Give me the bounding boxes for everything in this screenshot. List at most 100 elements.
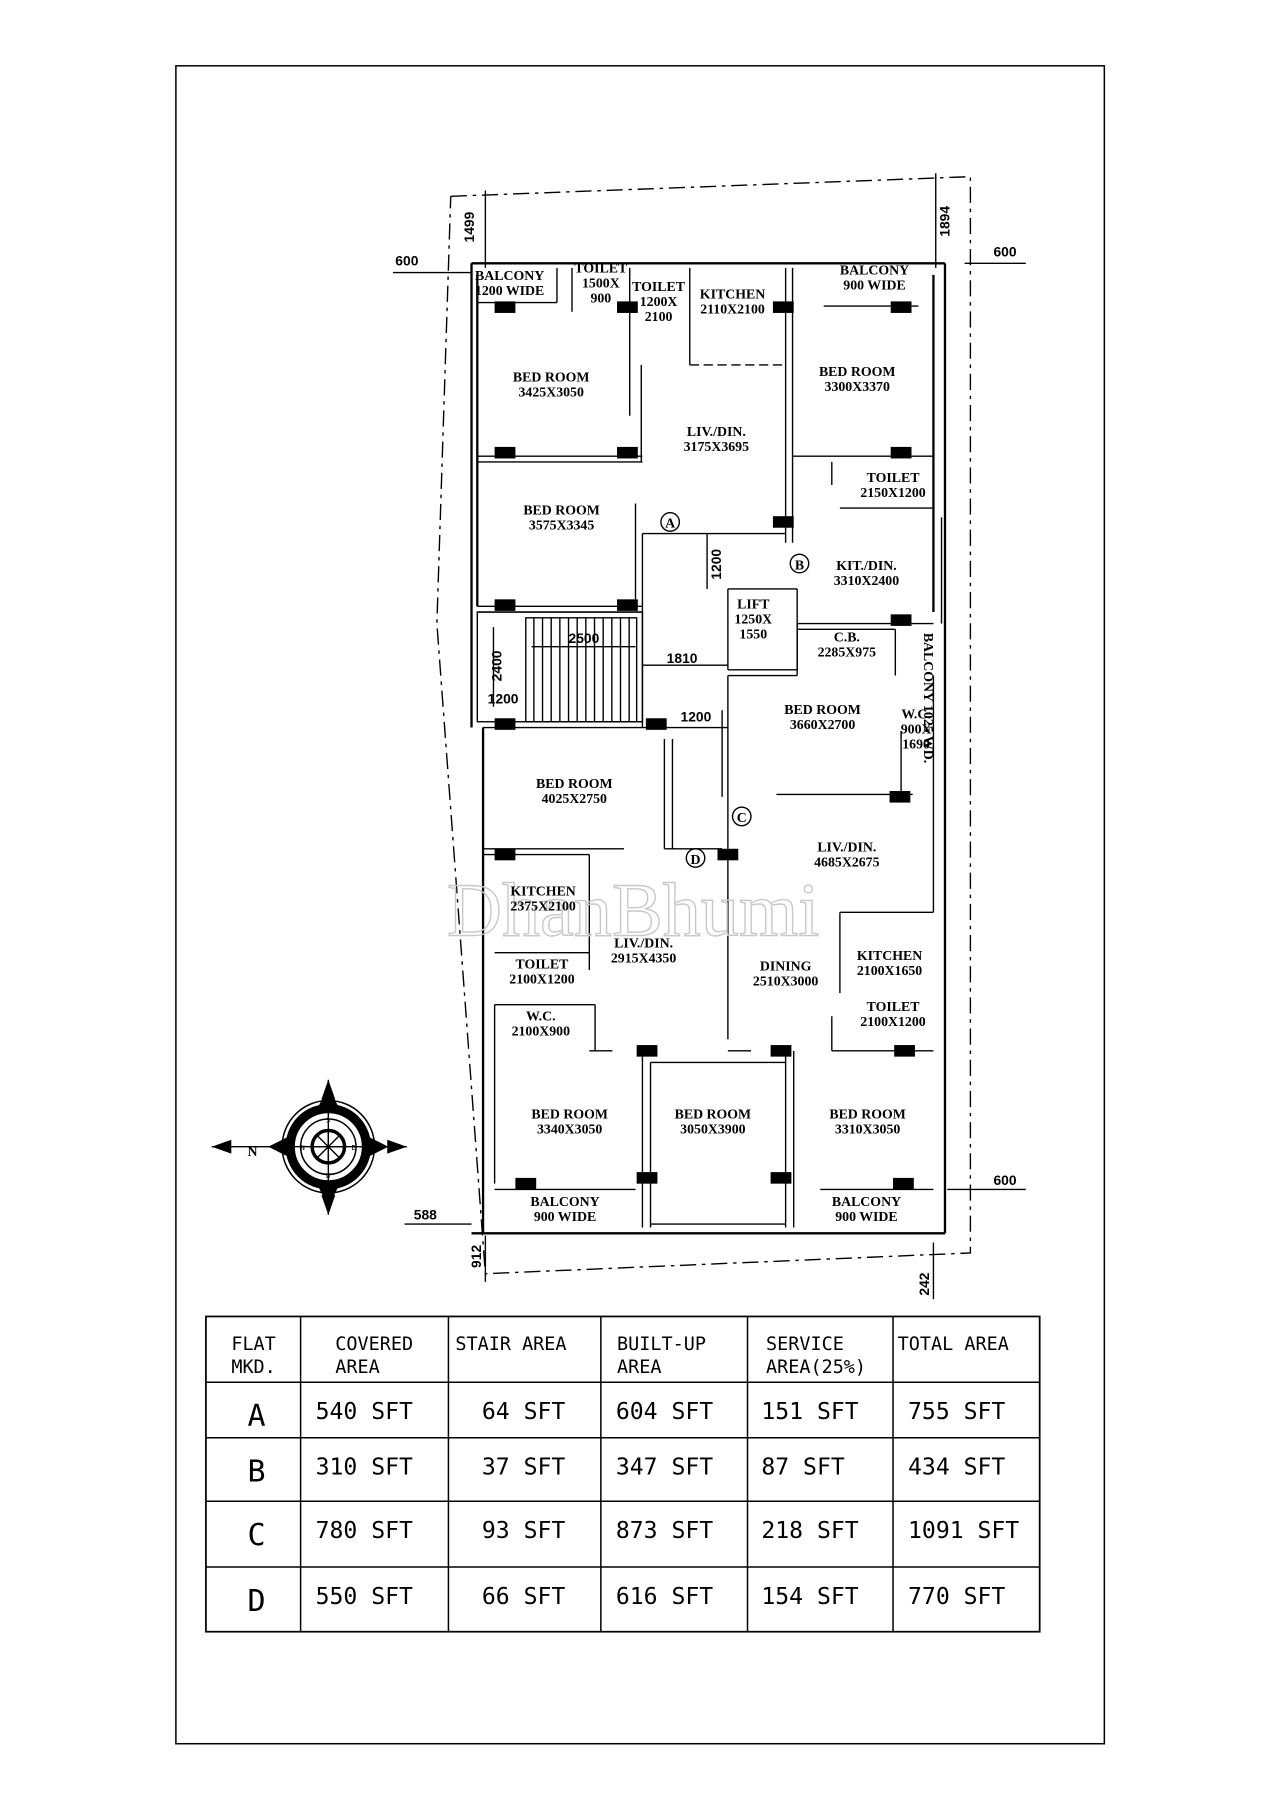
flat-marker-d: D bbox=[685, 848, 706, 868]
room-label-line: 3300X3370 bbox=[825, 379, 890, 394]
room-label-line: LIV./DIN. bbox=[687, 424, 746, 439]
room-label-line: 900 WIDE bbox=[534, 1209, 596, 1224]
room-label-line: 3575X3345 bbox=[529, 517, 594, 532]
room-label-line: 1500X bbox=[582, 276, 620, 291]
svg-text:C: C bbox=[737, 810, 747, 825]
column bbox=[494, 718, 516, 730]
area-cell: 37 SFT bbox=[482, 1455, 565, 1481]
column bbox=[889, 791, 911, 803]
column bbox=[890, 614, 912, 626]
area-cell: 873 SFT bbox=[616, 1518, 713, 1544]
table-header-cell: TOTAL AREA bbox=[898, 1334, 1009, 1355]
room-label-line: KITCHEN bbox=[700, 287, 765, 302]
room-label-line: BED ROOM bbox=[531, 1106, 608, 1121]
interior-walls bbox=[477, 267, 943, 1228]
svg-text:S: S bbox=[326, 1116, 330, 1124]
area-cell: 64 SFT bbox=[482, 1399, 565, 1425]
dim-lobby-width: 1810 bbox=[667, 650, 698, 666]
table-header-cell: AREA(25%) bbox=[766, 1357, 866, 1378]
table-header-cell: AREA bbox=[335, 1357, 379, 1378]
column bbox=[890, 446, 912, 459]
room-label-line: KITCHEN bbox=[857, 948, 922, 963]
column bbox=[893, 1177, 914, 1190]
room-label-line: 3310X3050 bbox=[835, 1121, 900, 1136]
sheet-border bbox=[175, 65, 1106, 1745]
room-label-line: LIV./DIN. bbox=[614, 936, 673, 951]
room-label-line: 3340X3050 bbox=[537, 1121, 602, 1136]
room-label-line: BED ROOM bbox=[784, 702, 861, 717]
room-label-line: 2285X975 bbox=[818, 644, 877, 659]
column bbox=[617, 599, 638, 611]
column bbox=[494, 446, 516, 459]
room-label-line: 2150X1200 bbox=[860, 485, 925, 500]
column bbox=[770, 1172, 792, 1184]
svg-text:N: N bbox=[301, 1144, 305, 1152]
table-header-cell: MKD. bbox=[231, 1357, 275, 1378]
building-walls bbox=[470, 262, 947, 1235]
column bbox=[617, 446, 638, 459]
room-label-line: 2100X1200 bbox=[860, 1014, 925, 1029]
dim-right-top: 600 bbox=[993, 243, 1016, 259]
dim-top-right: 1894 bbox=[937, 206, 953, 237]
room-label-line: 2375X2100 bbox=[510, 899, 575, 914]
dimension-labels: 1499 1894 600 600 600 588 912 242 2500 2… bbox=[395, 206, 1017, 1296]
flat-marker-b: B bbox=[789, 553, 810, 574]
side-balcony-label: BALCONY 1025 WD. bbox=[921, 633, 936, 763]
room-label-line: TOILET bbox=[574, 261, 628, 276]
room-label-line: 1250X bbox=[734, 612, 772, 627]
dim-stair-height: 2400 bbox=[489, 650, 505, 681]
room-label-line: W.C. bbox=[901, 706, 931, 721]
room-label-line: BALCONY bbox=[840, 262, 909, 277]
area-cell: 347 SFT bbox=[616, 1455, 713, 1481]
flat-marker-a: A bbox=[660, 512, 681, 532]
room-label-line: BED ROOM bbox=[513, 370, 590, 385]
room-label-line: LIV./DIN. bbox=[817, 840, 876, 855]
flat-id-cell: D bbox=[247, 1584, 265, 1619]
column bbox=[636, 1172, 658, 1184]
svg-text:E: E bbox=[351, 1144, 355, 1152]
flat-id-cell: C bbox=[247, 1518, 265, 1553]
room-label-line: LIFT bbox=[737, 597, 770, 612]
column bbox=[494, 599, 516, 611]
dim-stair-width: 2500 bbox=[569, 630, 600, 646]
column bbox=[890, 301, 912, 313]
column bbox=[772, 301, 794, 313]
column bbox=[515, 1177, 537, 1190]
room-label-line: 3050X3900 bbox=[680, 1121, 745, 1136]
room-label-line: 2100X1650 bbox=[857, 963, 922, 978]
room-label-line: TOILET bbox=[867, 999, 921, 1014]
table-header-cell: COVERED bbox=[335, 1334, 413, 1355]
room-label-line: 3425X3050 bbox=[519, 385, 584, 400]
dim-lobby-height: 1200 bbox=[708, 549, 724, 580]
staircase bbox=[476, 611, 644, 723]
room-label-line: 900 WIDE bbox=[835, 1209, 897, 1224]
room-label-line: BED ROOM bbox=[536, 776, 613, 791]
table-header-cell: AREA bbox=[617, 1357, 661, 1378]
dim-stair-landing: 1200 bbox=[488, 690, 519, 706]
area-cell: 93 SFT bbox=[482, 1518, 565, 1544]
dim-top-left: 1499 bbox=[461, 211, 477, 242]
column bbox=[894, 1045, 915, 1057]
room-label-line: 4025X2750 bbox=[542, 791, 607, 806]
room-label-line: 3310X2400 bbox=[834, 573, 899, 588]
room-label-line: KIT./DIN. bbox=[836, 558, 897, 573]
area-cell: 87 SFT bbox=[761, 1455, 844, 1481]
room-label-line: 3175X3695 bbox=[684, 439, 749, 454]
dimension-lines bbox=[392, 173, 1026, 1300]
svg-text:B: B bbox=[795, 557, 804, 572]
